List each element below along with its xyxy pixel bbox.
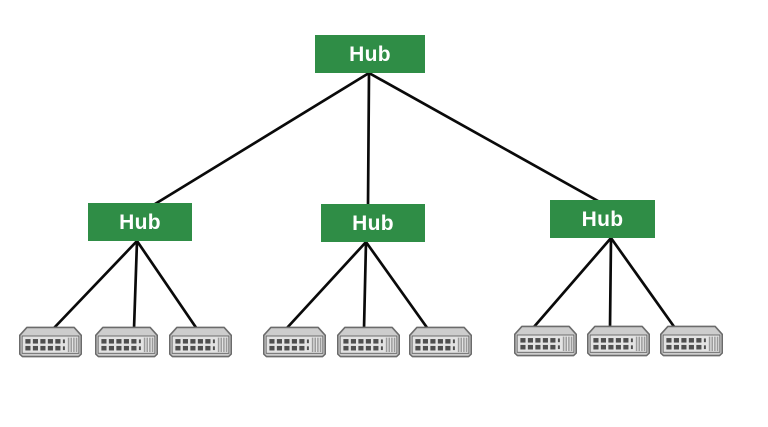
hub-label: Hub <box>119 210 161 234</box>
hub-label: Hub <box>352 211 394 235</box>
link-mid-hub-device-2 <box>362 240 368 331</box>
link-left-hub-device-3 <box>135 239 199 331</box>
link-left-hub-device-1 <box>51 239 139 331</box>
hub-node-middle: Hub <box>321 204 425 242</box>
link-right-hub-device-1 <box>531 236 613 330</box>
network-switch-icon <box>18 326 83 358</box>
network-switch-icon <box>336 326 401 358</box>
network-switch-icon <box>168 326 233 358</box>
link-right-hub-device-2 <box>608 236 613 330</box>
hub-node-root: Hub <box>315 35 425 73</box>
link-left-hub-device-2 <box>132 239 139 331</box>
link-root-to-right-hub <box>367 71 600 203</box>
network-switch-icon <box>408 326 473 358</box>
link-root-to-left-hub <box>153 71 371 206</box>
link-root-to-mid-hub <box>366 71 371 208</box>
hub-label: Hub <box>349 42 391 66</box>
network-switch-icon <box>586 325 651 357</box>
network-switch-icon <box>94 326 159 358</box>
hub-node-right: Hub <box>550 200 655 238</box>
network-switch-icon <box>262 326 327 358</box>
link-mid-hub-device-3 <box>364 240 430 331</box>
network-switch-icon <box>513 325 578 357</box>
hub-label: Hub <box>581 207 624 231</box>
link-right-hub-device-3 <box>609 236 677 330</box>
hub-node-left: Hub <box>88 203 192 241</box>
link-mid-hub-device-1 <box>284 240 368 331</box>
network-switch-icon <box>659 325 724 357</box>
